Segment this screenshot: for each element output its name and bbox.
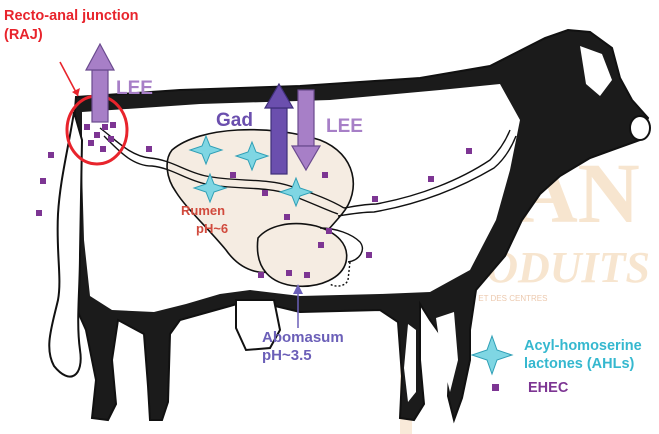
ehec-square-icon	[372, 196, 378, 202]
cow-tail	[49, 112, 82, 377]
abomasum-label-line1: Abomasum	[262, 330, 344, 347]
ehec-square-icon	[428, 176, 434, 182]
rumen-label-line1: Rumen	[181, 204, 225, 219]
ehec-square-icon	[110, 122, 116, 128]
ehec-square-icon	[36, 210, 42, 216]
ehec-square-icon	[322, 172, 328, 178]
lee-right-label: LEE	[326, 116, 363, 137]
cow-muzzle	[630, 116, 650, 140]
ehec-square-icon	[88, 140, 94, 146]
abomasum-organ	[257, 224, 346, 287]
rumen-label-line2: pH~6	[196, 222, 228, 237]
ehec-square-icon	[102, 124, 108, 130]
ehec-square-icon	[262, 190, 268, 196]
lee-left-arrow-head	[86, 44, 114, 70]
lee-right-arrow-shaft	[298, 90, 314, 146]
legend-ahl-star-icon	[472, 336, 512, 374]
ehec-square-icon	[304, 272, 310, 278]
raj-pointer-head	[72, 88, 80, 96]
gad-arrow-shaft	[271, 108, 287, 174]
gad-label: Gad	[216, 110, 253, 131]
legend-ehec-square-icon	[492, 384, 499, 391]
lee-left-arrow-shaft	[92, 70, 108, 122]
ehec-square-icon	[286, 270, 292, 276]
ehec-square-icon	[40, 178, 46, 184]
legend-ahl-line2: lactones (AHLs)	[524, 356, 634, 372]
ehec-square-icon	[258, 272, 264, 278]
ehec-square-icon	[466, 148, 472, 154]
ehec-square-icon	[100, 146, 106, 152]
legend-ehec-label: EHEC	[528, 380, 568, 396]
ehec-square-icon	[84, 124, 90, 130]
ehec-square-icon	[366, 252, 372, 258]
abomasum-label-line2: pH~3.5	[262, 348, 312, 365]
ehec-square-icon	[326, 228, 332, 234]
raj-label-line1: Recto-anal junction	[4, 8, 139, 24]
lee-left-label: LEE	[116, 78, 153, 99]
ehec-square-icon	[284, 214, 290, 220]
ehec-square-icon	[146, 146, 152, 152]
ehec-square-icon	[48, 152, 54, 158]
legend-ahl-line1: Acyl-homoserine	[524, 338, 642, 354]
ehec-square-icon	[230, 172, 236, 178]
ehec-square-icon	[318, 242, 324, 248]
raj-label-line2: (RAJ)	[4, 27, 43, 43]
ehec-square-icon	[94, 132, 100, 138]
ehec-square-icon	[108, 136, 114, 142]
